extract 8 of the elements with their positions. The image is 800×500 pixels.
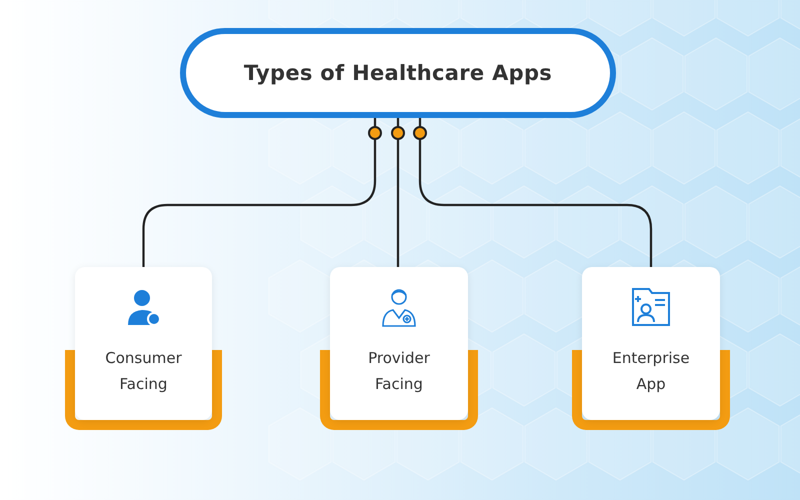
card-label: Consumer Facing xyxy=(104,348,183,395)
card-label: Enterprise App xyxy=(611,348,691,395)
category-card xyxy=(75,267,212,420)
connector-line xyxy=(413,118,652,267)
title-text: Types of Healthcare Apps xyxy=(244,61,552,85)
connector-line xyxy=(142,118,382,267)
connector-line xyxy=(391,118,405,267)
card-label: Provider Facing xyxy=(367,348,431,395)
